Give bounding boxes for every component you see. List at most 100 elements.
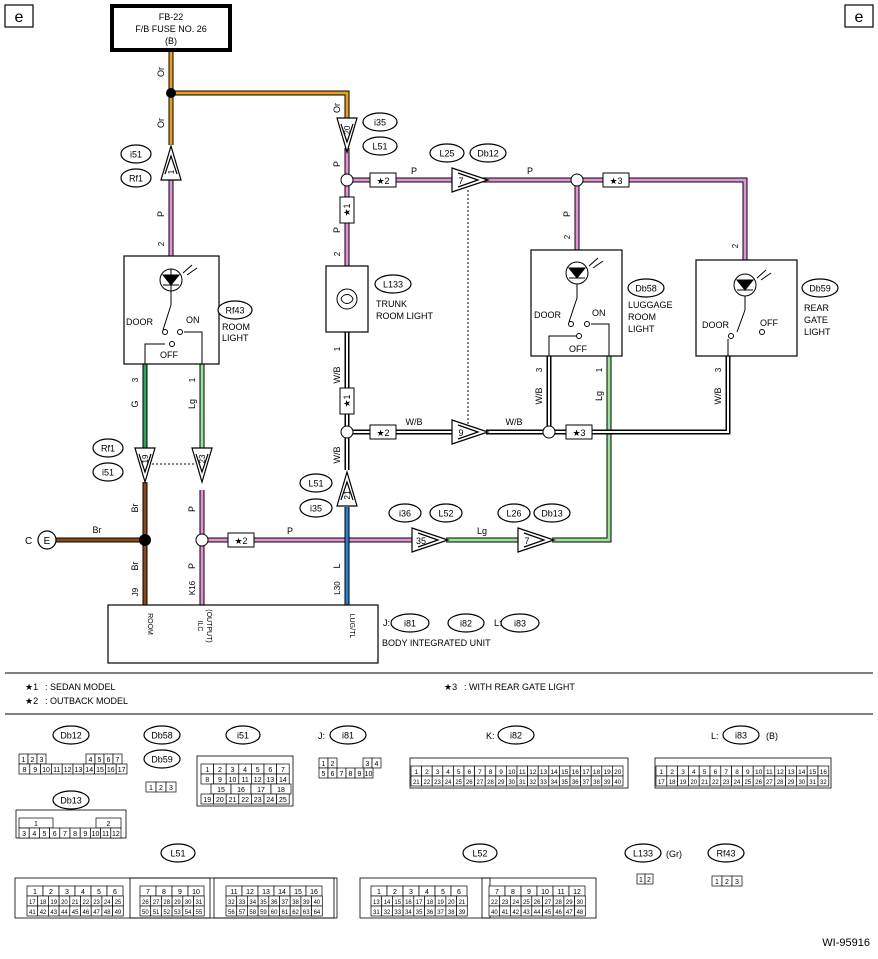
svg-text:17: 17 [257,787,265,794]
svg-text:51: 51 [153,910,160,916]
svg-text:Rf1: Rf1 [101,444,115,454]
svg-text:31: 31 [809,780,816,786]
svg-text:12: 12 [246,889,254,896]
svg-text:37: 37 [282,900,289,906]
svg-text:35: 35 [260,900,267,906]
svg-text:26: 26 [755,780,762,786]
svg-text:29: 29 [788,780,795,786]
wire-label-p-1: P [156,211,166,217]
svg-text:37: 37 [437,910,444,916]
svg-text:13: 13 [266,777,274,784]
svg-text:i51: i51 [130,150,142,160]
svg-text:29: 29 [174,900,181,906]
pin-lug-1: 1 [595,367,604,372]
svg-text:31: 31 [196,900,203,906]
svg-text:17: 17 [658,780,665,786]
svg-text:13: 13 [262,889,270,896]
svg-text:21: 21 [229,797,237,804]
svg-text:26: 26 [466,780,473,786]
i36-oval: i36 [388,503,422,523]
svg-text:L52: L52 [438,509,453,519]
svg-text:6: 6 [457,889,461,896]
lug-door-label: DOOR [534,310,562,320]
i51-oval-1: i51 [120,144,152,164]
svg-text:Rf1: Rf1 [129,174,143,184]
svg-text:3: 3 [681,769,685,776]
svg-text:22: 22 [712,780,719,786]
svg-text:30: 30 [185,900,192,906]
svg-text:18: 18 [669,780,676,786]
legend-rf43-oval: Rf43 [707,843,745,863]
svg-text:i51: i51 [102,468,114,478]
svg-text:48: 48 [104,910,111,916]
gate-name-1: REAR [804,303,830,313]
l51-oval-1: L51 [362,136,398,156]
connector-housing-6 [481,877,597,919]
biu-ilc-1: ILC [196,621,203,632]
wire-label-wb-2: W/B [332,447,342,464]
svg-text:9: 9 [746,769,750,776]
svg-text:11: 11 [230,889,237,896]
pin-i36-35: 35 [416,536,426,546]
room-light-name-1: ROOM [222,322,250,332]
pin-trunk-2: 2 [333,251,342,256]
svg-text:★2: ★2 [234,536,247,546]
svg-text:9: 9 [499,769,503,776]
svg-text:41: 41 [502,910,509,916]
svg-text:7: 7 [116,757,120,764]
svg-text:46: 46 [83,910,90,916]
svg-text:7: 7 [724,769,728,776]
wire-label-g: G [130,400,140,407]
svg-text:8: 8 [489,769,493,776]
room-door-label: DOOR [126,317,154,327]
svg-text:16: 16 [572,769,580,776]
pin-trunk-1: 1 [333,346,342,351]
svg-text:39: 39 [604,780,611,786]
svg-text:38: 38 [292,900,299,906]
svg-text:Rf43: Rf43 [716,849,735,859]
star-markers: ★2 ★3 ★1 ★1 ★2 ★3 ★2 [227,172,630,548]
svg-text:2: 2 [159,785,163,792]
svg-text:17: 17 [416,900,423,906]
svg-text:i35: i35 [310,504,322,514]
svg-text:36: 36 [572,780,579,786]
svg-text:14: 14 [85,767,93,774]
svg-text:i83: i83 [514,619,526,629]
biu-ilc-2: (OUTPUT) [205,609,212,642]
svg-text:46: 46 [555,910,562,916]
trunk-name-1: TRUNK [376,299,407,309]
svg-text:1: 1 [205,767,209,774]
svg-text:36: 36 [427,910,434,916]
wire-label-p-6: P [562,211,572,217]
svg-text:35: 35 [416,910,423,916]
db13-pins-r1b: 2 [95,817,122,829]
svg-text:4: 4 [243,767,247,774]
svg-text:24: 24 [104,900,111,906]
connector-housing-9 [654,757,832,789]
svg-text:11: 11 [53,767,60,774]
rf43-oval: Rf43 [217,300,253,320]
wire-label-l: L [332,563,342,568]
svg-text:10: 10 [508,769,516,776]
svg-text:30: 30 [798,780,805,786]
l25-oval: L25 [429,143,465,163]
legend-l51-oval: L51 [160,843,196,863]
i35-oval-1: i35 [362,112,398,132]
svg-text:15: 15 [217,787,225,794]
room-off-label: OFF [160,350,178,360]
svg-text:3: 3 [22,831,26,838]
svg-text:2: 2 [725,879,729,886]
svg-text:64: 64 [314,910,321,916]
svg-text:2: 2 [670,769,674,776]
svg-text:19: 19 [203,797,211,804]
svg-text:27: 27 [153,900,160,906]
svg-text:33: 33 [540,780,547,786]
svg-text:i82: i82 [510,731,522,741]
i35-oval-2: i35 [299,498,333,518]
